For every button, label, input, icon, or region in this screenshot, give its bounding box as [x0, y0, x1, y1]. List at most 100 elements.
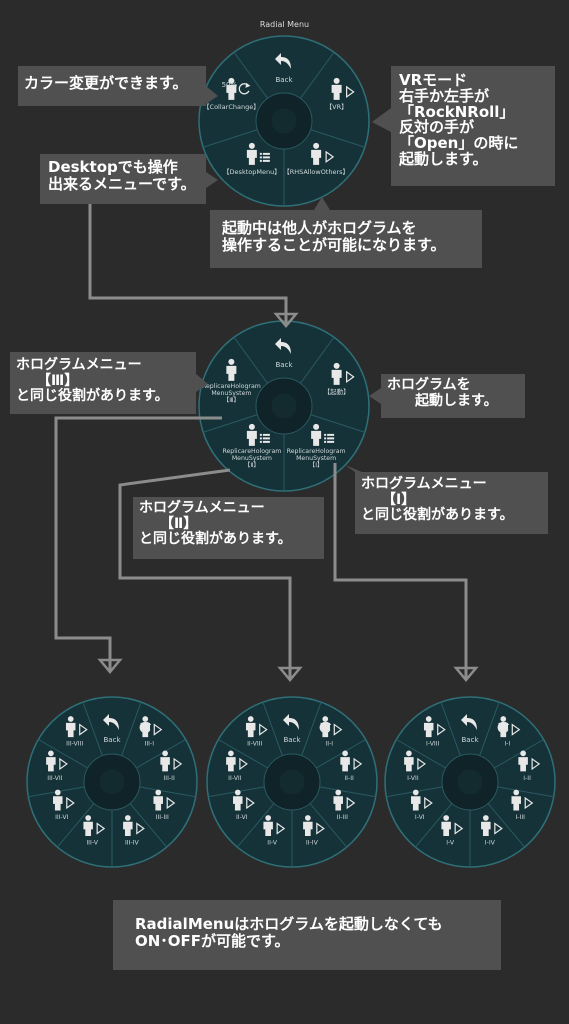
play-icon	[437, 723, 446, 736]
item-label: I-II	[523, 775, 531, 782]
person-icon	[311, 142, 322, 165]
arrow-to-submenu-i-head	[453, 666, 479, 682]
menu-divider	[38, 739, 89, 769]
item-label: III-III	[156, 814, 169, 821]
item-label: 【DesktopMenu】	[223, 168, 281, 176]
item-label: II-VI	[236, 814, 248, 821]
note-bottom: RadialMenuはホログラムを起動しなくても ON･OFFが可能です。	[113, 900, 501, 970]
person-icon	[245, 716, 256, 738]
menu-divider	[315, 739, 366, 769]
person-icon	[498, 716, 509, 738]
item-label: II-II	[344, 775, 354, 782]
item-label: 【VR】	[326, 103, 348, 111]
play-icon	[346, 85, 355, 99]
arrow-main-to-hologram	[88, 204, 288, 326]
note-launch: ホログラムを 起動します。	[381, 374, 525, 418]
menu-divider	[301, 701, 322, 756]
refresh-icon	[238, 83, 250, 95]
person-icon	[46, 750, 56, 772]
arrow-to-submenu-i	[333, 463, 468, 680]
item-label: III-V	[86, 840, 98, 847]
person-icon	[65, 716, 76, 738]
person-icon	[331, 362, 342, 385]
play-icon	[424, 796, 433, 810]
play-icon	[333, 723, 343, 736]
item-label: 【CollarChange】	[203, 103, 260, 111]
item-label: III-I	[145, 741, 155, 748]
play-icon	[239, 757, 248, 771]
back-arrow-icon	[275, 53, 291, 69]
person-icon	[233, 789, 243, 811]
note-desktop: Desktopでも操作 出来るメニューです。	[40, 154, 206, 204]
play-icon	[153, 723, 163, 736]
main-radial-menu: Back50%【CollarChange】【VR】【DesktopMenu】【R…	[198, 35, 370, 207]
item-label: I-V	[446, 840, 455, 847]
person-icon	[320, 716, 331, 738]
menu-divider	[493, 739, 544, 769]
play-icon	[136, 822, 145, 835]
list-icon	[324, 433, 335, 443]
play-icon	[454, 822, 464, 835]
person-icon	[404, 750, 414, 772]
person-icon	[123, 815, 133, 837]
callout-pointer	[345, 465, 362, 472]
menu-divider	[479, 701, 500, 756]
list-icon	[259, 152, 270, 162]
back-label: Back	[276, 361, 294, 369]
callout-pointer	[314, 197, 330, 210]
item-label: II-VII	[228, 775, 242, 782]
play-icon	[524, 796, 534, 810]
callout-pointer	[372, 108, 391, 132]
person-icon	[263, 815, 273, 837]
item-label: I-VI	[415, 814, 425, 821]
play-icon	[166, 796, 176, 810]
play-icon	[316, 822, 325, 835]
person-icon	[153, 789, 163, 811]
play-icon	[246, 796, 255, 810]
person-icon	[441, 815, 451, 837]
arrow-to-submenu-ii	[118, 468, 292, 680]
submenu-iii: BackIII-IIII-IIIII-IIIIII-IVIII-VIII-VII…	[26, 696, 198, 868]
person-icon	[340, 750, 350, 772]
submenu-ii: BackII-III-IIII-IIIII-IVII-VII-VIII-VIII…	[206, 696, 378, 868]
menu-divider	[56, 803, 95, 848]
person-icon	[53, 789, 63, 811]
note-menu1: ホログラムメニュー 【Ⅰ】 と同じ役割があります。	[355, 472, 548, 534]
menu-divider	[233, 336, 268, 384]
back-arrow-icon	[275, 338, 291, 354]
menu-divider	[203, 414, 258, 433]
item-label: III-VIII	[66, 741, 83, 748]
menu-divider	[203, 129, 258, 148]
item-label: I-III	[515, 814, 525, 821]
person-icon	[331, 77, 342, 100]
menu-center-dot	[99, 769, 125, 795]
play-icon	[346, 796, 356, 810]
item-label: II-III	[337, 814, 349, 821]
menu-center-dot	[279, 769, 305, 795]
menu-divider	[129, 803, 168, 848]
play-icon	[494, 822, 503, 835]
play-icon	[79, 723, 88, 736]
menu-divider	[300, 336, 335, 384]
person-icon	[481, 815, 491, 837]
menu-center-dot	[271, 108, 297, 134]
person-icon	[423, 716, 434, 738]
menu-divider	[262, 701, 283, 756]
person-icon	[83, 815, 93, 837]
person-icon	[311, 423, 322, 446]
back-label: Back	[276, 76, 294, 84]
person-icon	[333, 789, 343, 811]
percent-label: 50%	[222, 81, 238, 89]
note-vr-mode: VRモード 右手か左手が 「RockNRoll」 反対の手が 「Open」の時に…	[391, 66, 555, 186]
item-label: II-V	[267, 840, 278, 847]
back-label: Back	[462, 736, 480, 744]
item-label: II-I	[325, 741, 333, 748]
person-icon	[518, 750, 528, 772]
play-icon	[96, 822, 106, 835]
play-icon	[66, 796, 75, 810]
menu-divider	[300, 51, 335, 99]
play-icon	[511, 723, 521, 736]
menu-divider	[139, 786, 196, 798]
